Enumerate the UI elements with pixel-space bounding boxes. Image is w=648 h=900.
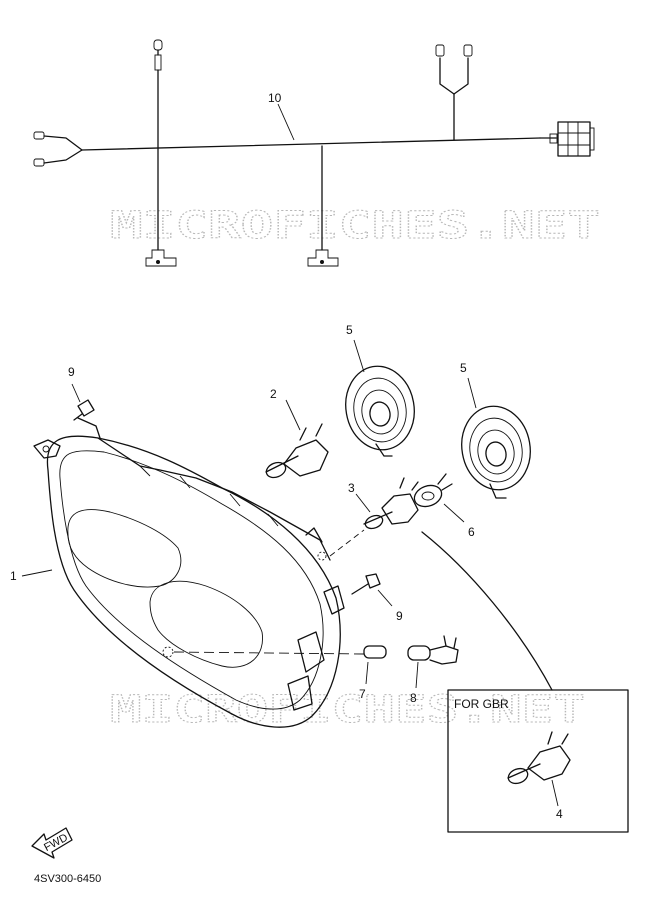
bolt-upper (71, 383, 95, 421)
bulb-4 (507, 731, 571, 807)
callout-5-right: 5 (460, 361, 467, 375)
bulb-7 (173, 645, 387, 685)
callout-5-left: 5 (346, 323, 353, 337)
callout-6: 6 (468, 525, 475, 539)
callout-9-lower: 9 (396, 609, 403, 623)
cover-5-left (345, 339, 415, 457)
bulb-wire (421, 531, 553, 691)
callout-8: 8 (410, 691, 417, 705)
callout-10: 10 (268, 91, 282, 105)
fwd-label: FWD (42, 832, 70, 854)
socket-6 (413, 473, 465, 523)
wire-harness (33, 39, 595, 267)
callout-2: 2 (270, 387, 277, 401)
callout-1: 1 (10, 569, 17, 583)
socket-8 (407, 635, 459, 689)
watermark-top: MICROFICHES.NET (110, 204, 600, 247)
gbr-box (447, 689, 629, 833)
gbr-box-label: FOR GBR (454, 697, 509, 711)
callout-9-upper: 9 (68, 365, 75, 379)
fwd-arrow-icon: FWD (31, 827, 73, 859)
watermark-bottom: MICROFICHES.NET (110, 688, 585, 731)
bulb-3 (329, 477, 419, 557)
callout-3: 3 (348, 481, 355, 495)
headlight-assembly (21, 417, 345, 728)
bulb-2 (265, 399, 329, 479)
cover-5-right (461, 377, 531, 499)
callout-7: 7 (359, 687, 366, 701)
diagram-code: 4SV300-6450 (34, 873, 101, 885)
callout-4: 4 (556, 807, 563, 821)
bolt-lower (351, 573, 393, 607)
